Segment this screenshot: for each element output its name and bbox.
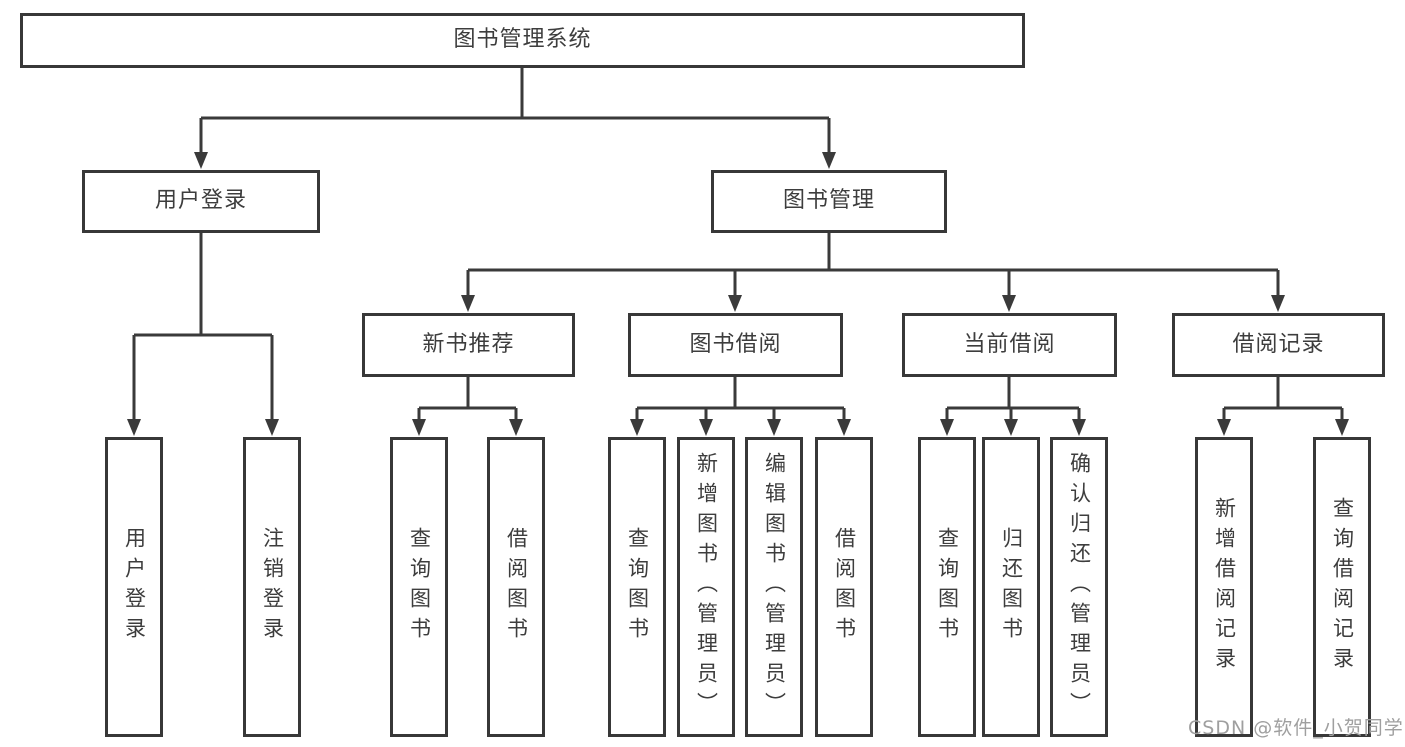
leaf-return-books: 归还图书 [982,437,1040,737]
node-book-borrow: 图书借阅 [628,313,843,377]
node-new-book-recommend: 新书推荐 [362,313,575,377]
csdn-watermark: CSDN @软件_小贺同学 [1188,717,1404,739]
leaf-user-login: 用户登录 [105,437,163,737]
leaf-query-books-2: 查询图书 [608,437,666,737]
node-current-borrow: 当前借阅 [902,313,1117,377]
leaf-add-books-admin: 新增图书（管理员） [677,437,735,737]
leaf-query-books-3: 查询图书 [918,437,976,737]
node-user-login-branch: 用户登录 [82,170,320,233]
node-root: 图书管理系统 [20,13,1025,68]
leaf-logout: 注销登录 [243,437,301,737]
arrowheads [127,152,1349,436]
leaf-add-borrow-record: 新增借阅记录 [1195,437,1253,737]
leaf-borrow-books-2: 借阅图书 [815,437,873,737]
leaf-query-books-1: 查询图书 [390,437,448,737]
leaf-edit-books-admin: 编辑图书（管理员） [745,437,803,737]
leaf-borrow-books-1: 借阅图书 [487,437,545,737]
leaf-confirm-return-admin: 确认归还（管理员） [1050,437,1108,737]
node-book-management-branch: 图书管理 [711,170,947,233]
node-borrow-records: 借阅记录 [1172,313,1385,377]
leaf-query-borrow-record: 查询借阅记录 [1313,437,1371,737]
